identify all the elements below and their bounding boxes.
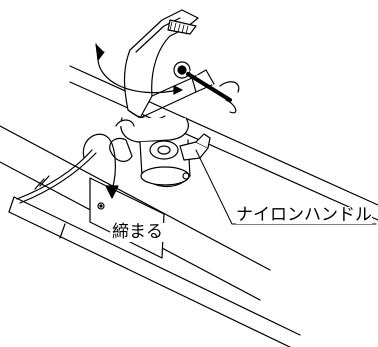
clamp-screw [173, 61, 240, 114]
rotation-arrow [95, 43, 183, 95]
tighten-label: 締まる [110, 222, 165, 242]
pipe-lines [0, 65, 378, 301]
tighten-arrow [82, 133, 119, 199]
mounting-plate [89, 177, 165, 259]
nylon-handle-label: ナイロンハンドル [236, 205, 372, 225]
plank [8, 196, 301, 347]
cable [16, 149, 97, 204]
leader-line [195, 149, 377, 225]
swivel-mount [120, 117, 191, 188]
nylon-handle [179, 133, 211, 161]
c-clamp-body [123, 9, 215, 120]
